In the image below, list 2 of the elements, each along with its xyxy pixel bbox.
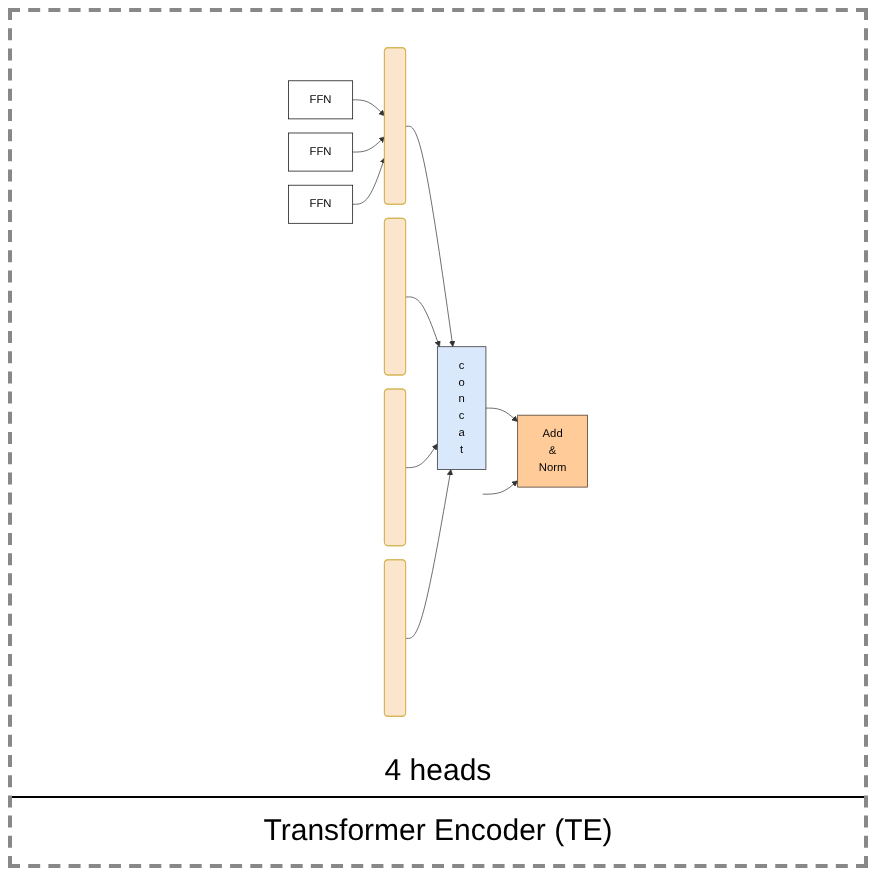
heads-count-label: 4 heads — [384, 754, 492, 788]
caption: Transformer Encoder (TE) — [12, 796, 864, 864]
